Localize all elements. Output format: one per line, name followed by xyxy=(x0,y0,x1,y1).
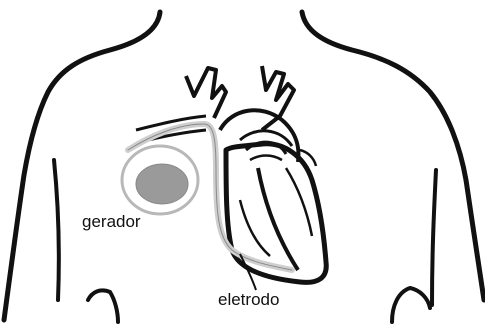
right-arm-inner-outline xyxy=(432,170,436,305)
left-arm-inner-outline xyxy=(54,160,59,300)
generator-body xyxy=(136,164,188,204)
torso-right-outline xyxy=(302,12,484,300)
torso-left-outline xyxy=(4,12,160,320)
aortic-arch-branches xyxy=(262,66,294,130)
right-armpit-outline xyxy=(392,288,430,322)
left-armpit-outline xyxy=(88,290,118,322)
vena-cava-branch xyxy=(186,68,226,118)
aortic-arch xyxy=(220,110,298,162)
generator-label: gerador xyxy=(82,213,141,230)
heart-outline xyxy=(226,144,326,283)
heart-chamber-detail xyxy=(240,168,312,256)
heart-septum xyxy=(258,168,298,270)
electrode-label: eletrodo xyxy=(218,291,279,308)
